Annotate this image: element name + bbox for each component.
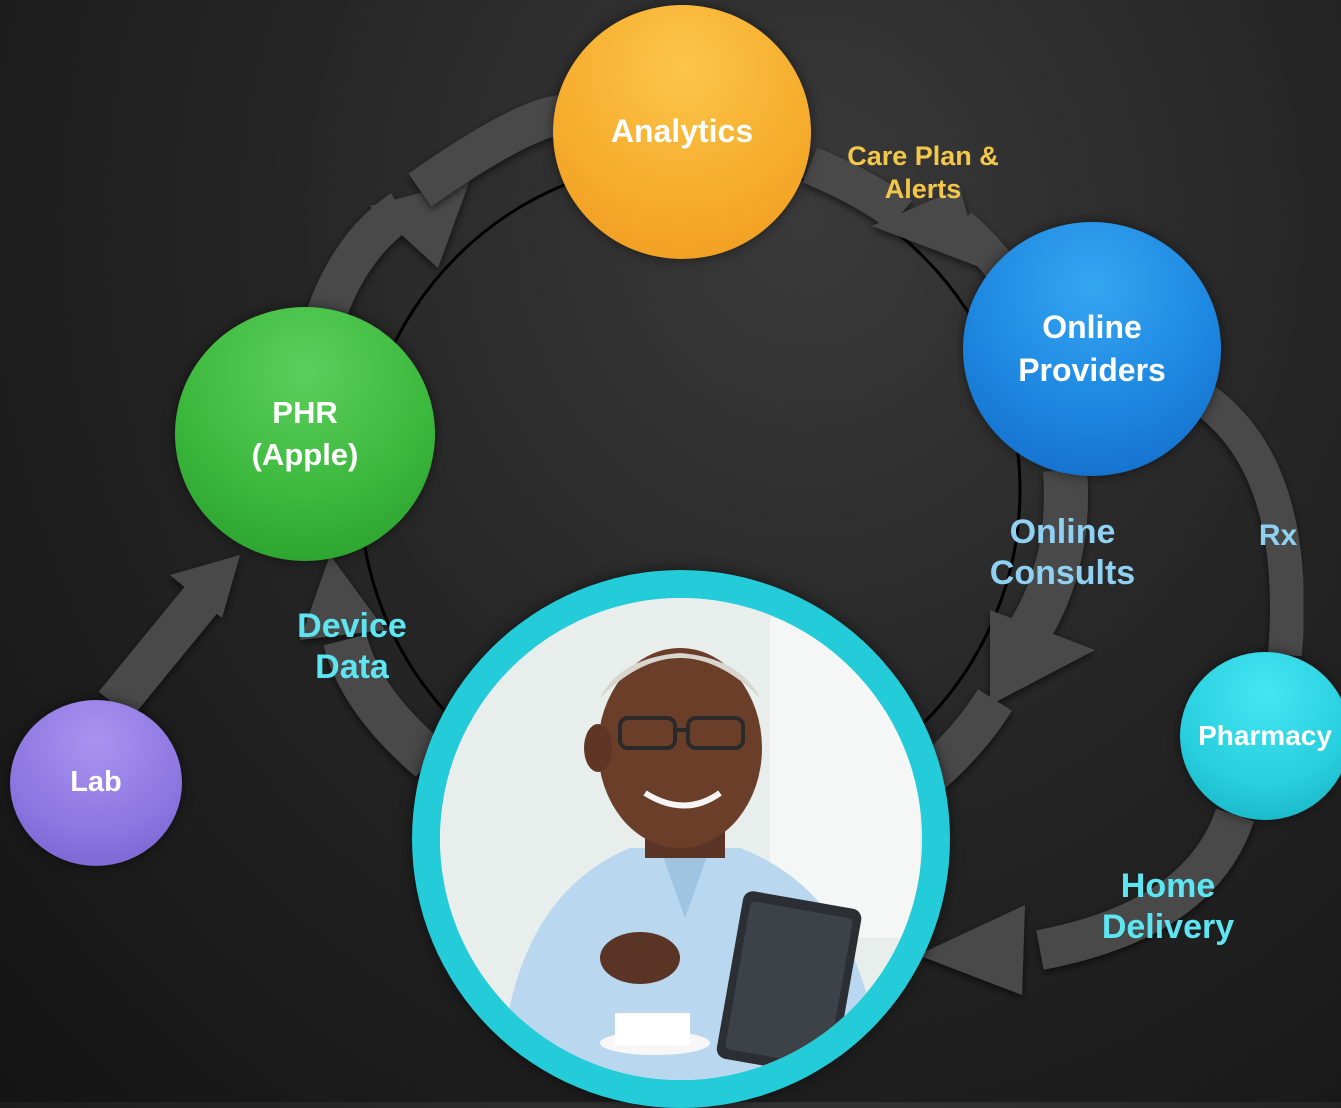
arrow-patient-to-phr: [300, 555, 445, 777]
home-delivery-label: Home Delivery: [1101, 867, 1235, 947]
lab-node: Lab: [10, 700, 182, 866]
arrow-providers-to-pharmacy: [1194, 386, 1304, 657]
pharmacy-label: Pharmacy: [1198, 720, 1332, 752]
rx-label: Rx: [1258, 519, 1298, 552]
analytics-node: Analytics: [553, 5, 811, 259]
arrow-pharmacy-to-patient: [918, 808, 1254, 995]
lab-label: Lab: [70, 766, 122, 799]
care-plan-alerts-label: Care Plan & Alerts: [847, 141, 999, 204]
phr-label: PHR (Apple): [251, 395, 359, 472]
device-data-label: Device Data: [297, 607, 407, 687]
pharmacy-node: Pharmacy: [1180, 652, 1341, 820]
arrow-analytics-to-providers: [408, 95, 1026, 293]
phr-node: PHR (Apple): [175, 307, 435, 561]
online-consults-label: Online Consults: [989, 513, 1136, 593]
online-providers-label: Online Providers: [1018, 308, 1166, 388]
arrow-phr-to-analytics: [306, 180, 470, 325]
patient-illustration: [440, 598, 922, 1080]
analytics-label: Analytics: [610, 113, 754, 150]
arrow-lab-to-phr: [98, 555, 240, 719]
patient-with-tablet-photo: [440, 598, 922, 1080]
patient-photo-frame: [412, 570, 950, 1108]
online-providers-node: Online Providers: [963, 222, 1221, 476]
